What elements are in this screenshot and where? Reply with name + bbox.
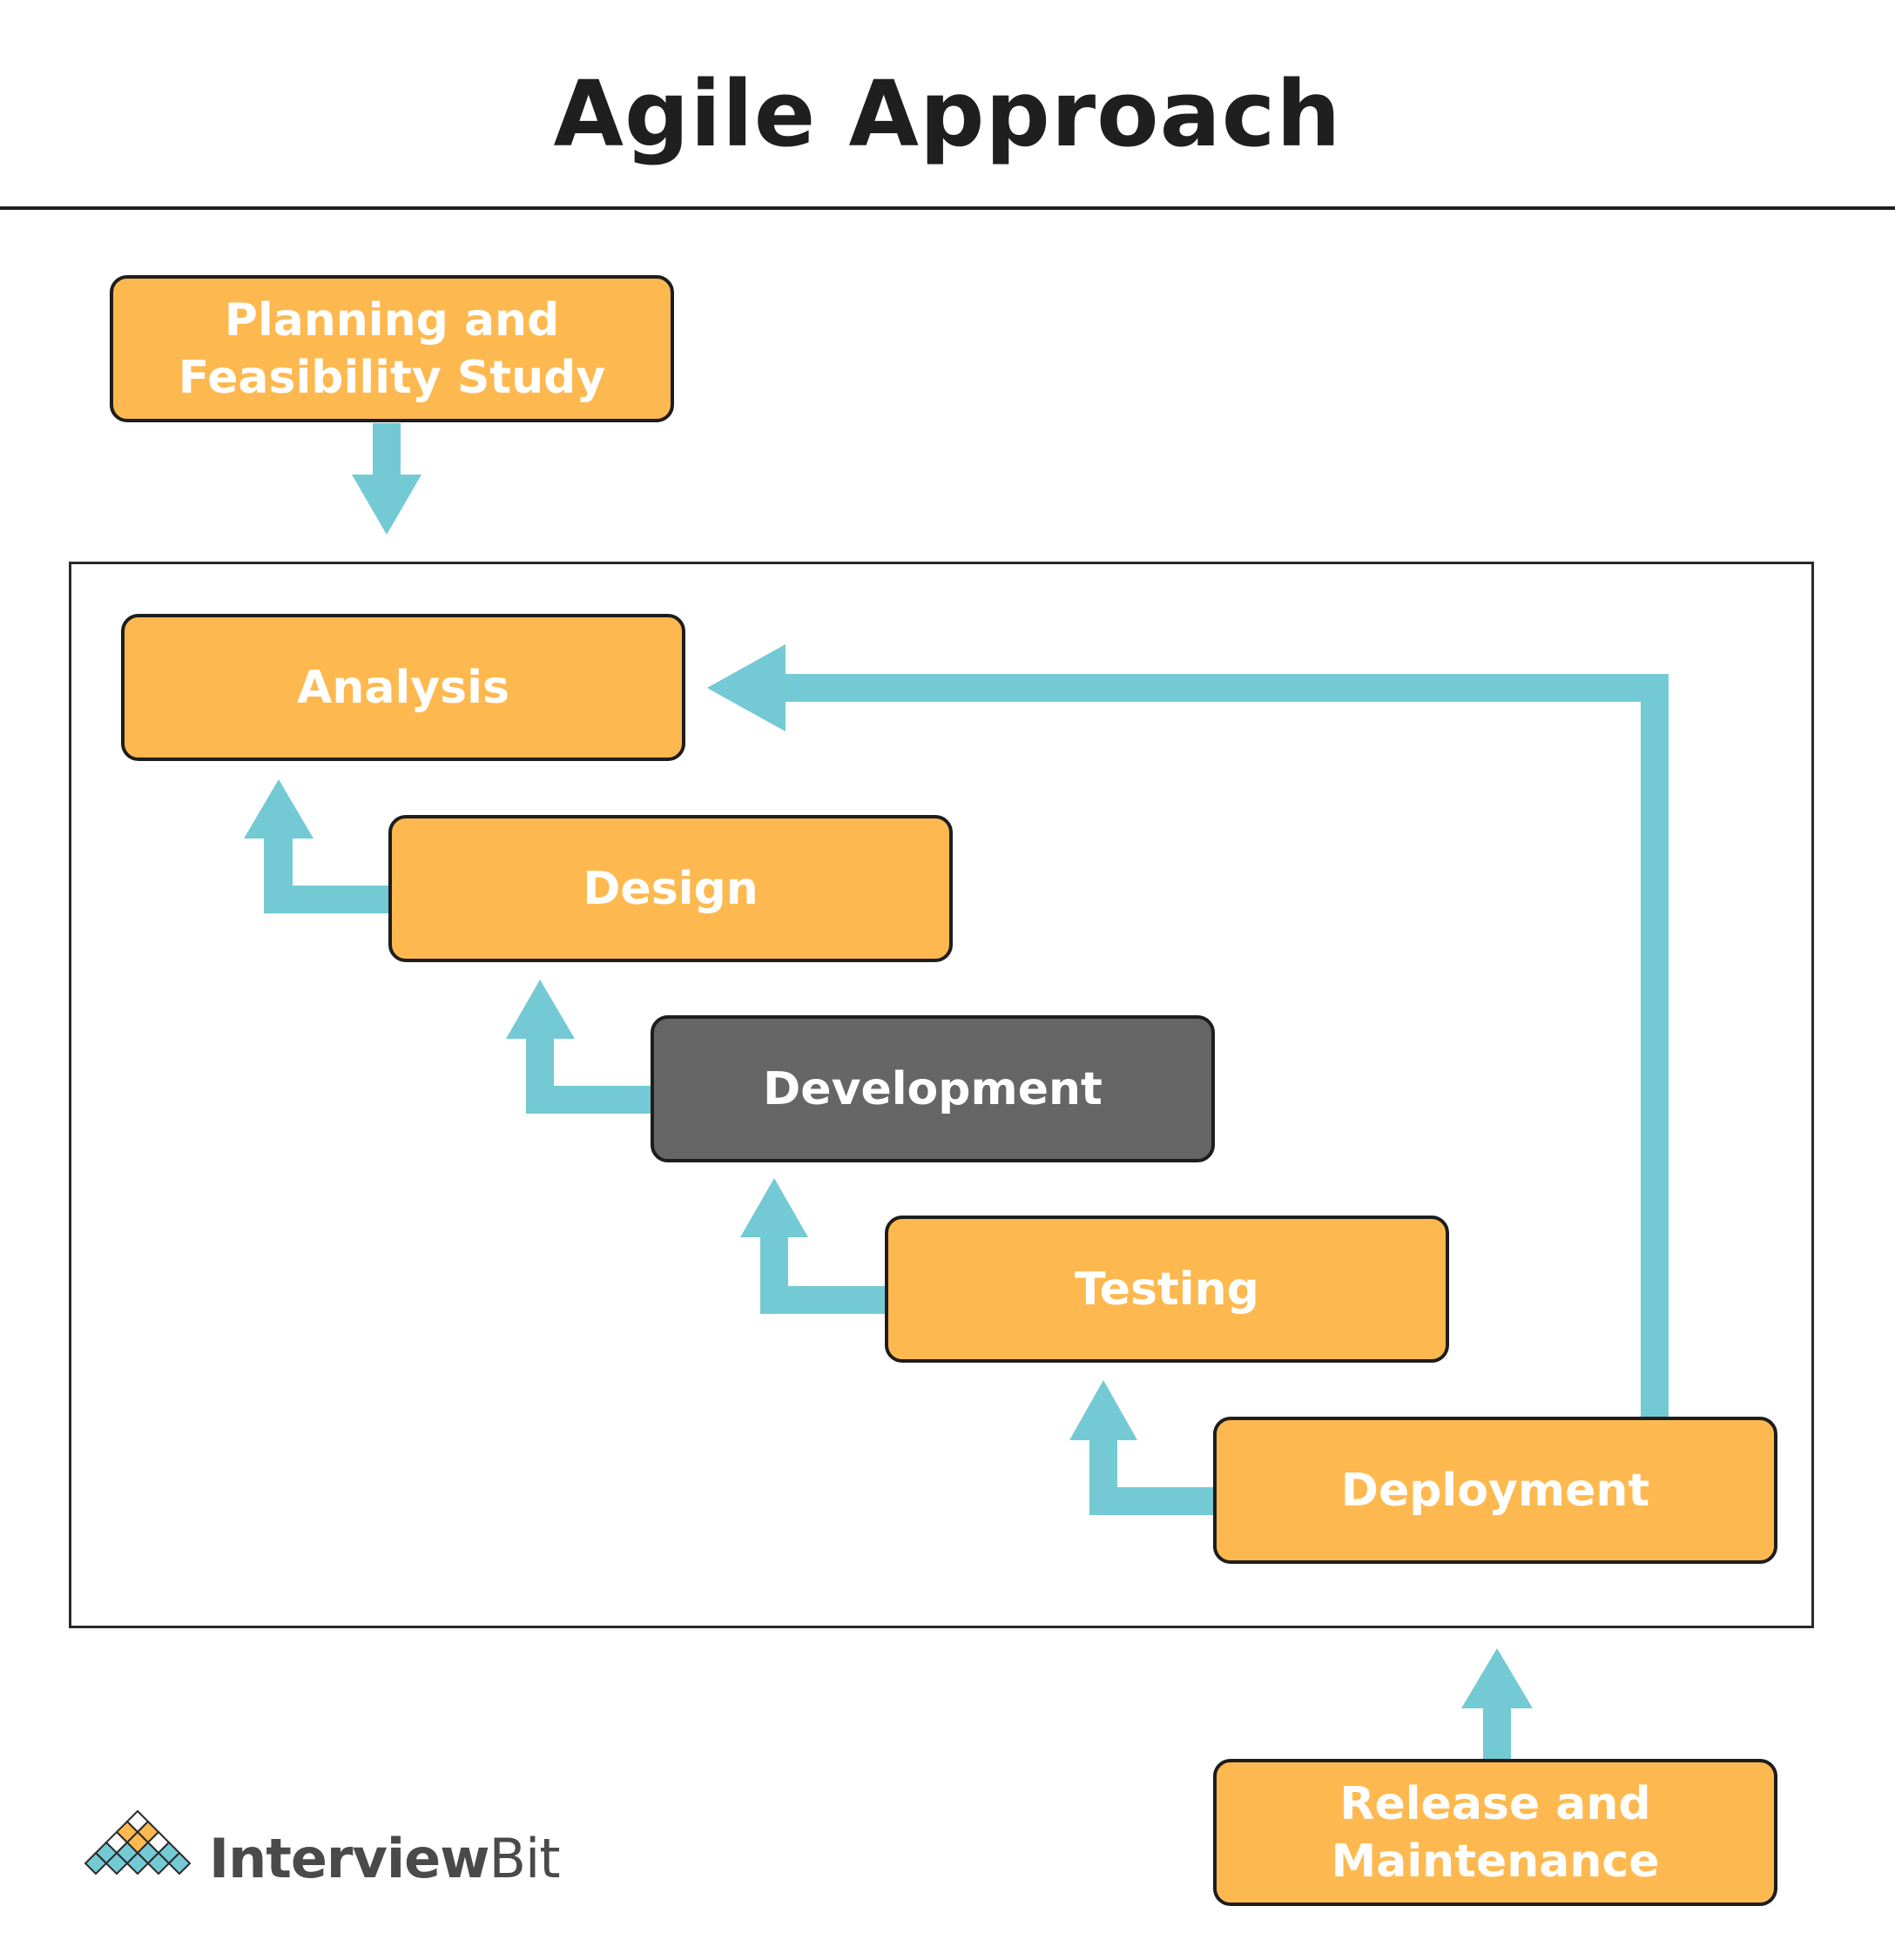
arrow-deployment-to-analysis-bar bbox=[782, 674, 1669, 702]
stage-release: Release and Maintenance bbox=[1213, 1759, 1777, 1906]
arrow-design-to-analysis bbox=[244, 779, 389, 913]
stage-planning-label: Planning and Feasibility Study bbox=[178, 293, 606, 404]
stage-development: Development bbox=[651, 1015, 1215, 1162]
stage-design: Design bbox=[388, 815, 953, 962]
stage-planning: Planning and Feasibility Study bbox=[110, 275, 674, 422]
arrow-development-to-design bbox=[506, 980, 652, 1114]
arrow-planning-to-analysis bbox=[352, 423, 421, 535]
iteration-frame bbox=[69, 562, 1814, 1628]
stage-development-label: Development bbox=[763, 1062, 1103, 1115]
stage-testing: Testing bbox=[885, 1216, 1449, 1363]
arrow-deployment-to-analysis-riser bbox=[1641, 674, 1669, 1425]
logo-name-bold: Interview bbox=[209, 1827, 489, 1890]
title-divider bbox=[0, 206, 1895, 210]
arrow-release-to-deployment bbox=[1461, 1648, 1533, 1761]
stage-analysis: Analysis bbox=[121, 614, 685, 761]
interviewbit-logo-icon bbox=[84, 1809, 192, 1876]
arrow-deployment-to-testing bbox=[1069, 1380, 1215, 1515]
arrow-deployment-to-analysis-head bbox=[707, 644, 786, 731]
stage-deployment: Deployment bbox=[1213, 1417, 1777, 1564]
stage-design-label: Design bbox=[583, 862, 759, 915]
logo-name-light: Bit bbox=[489, 1827, 560, 1890]
stage-testing-label: Testing bbox=[1075, 1263, 1259, 1316]
stage-deployment-label: Deployment bbox=[1340, 1464, 1650, 1517]
arrow-testing-to-development bbox=[740, 1178, 887, 1314]
stage-release-label: Release and Maintenance bbox=[1331, 1777, 1660, 1888]
interviewbit-logo-text: InterviewBit bbox=[209, 1827, 561, 1890]
stage-analysis-label: Analysis bbox=[297, 661, 509, 714]
page-title: Agile Approach bbox=[553, 61, 1342, 167]
